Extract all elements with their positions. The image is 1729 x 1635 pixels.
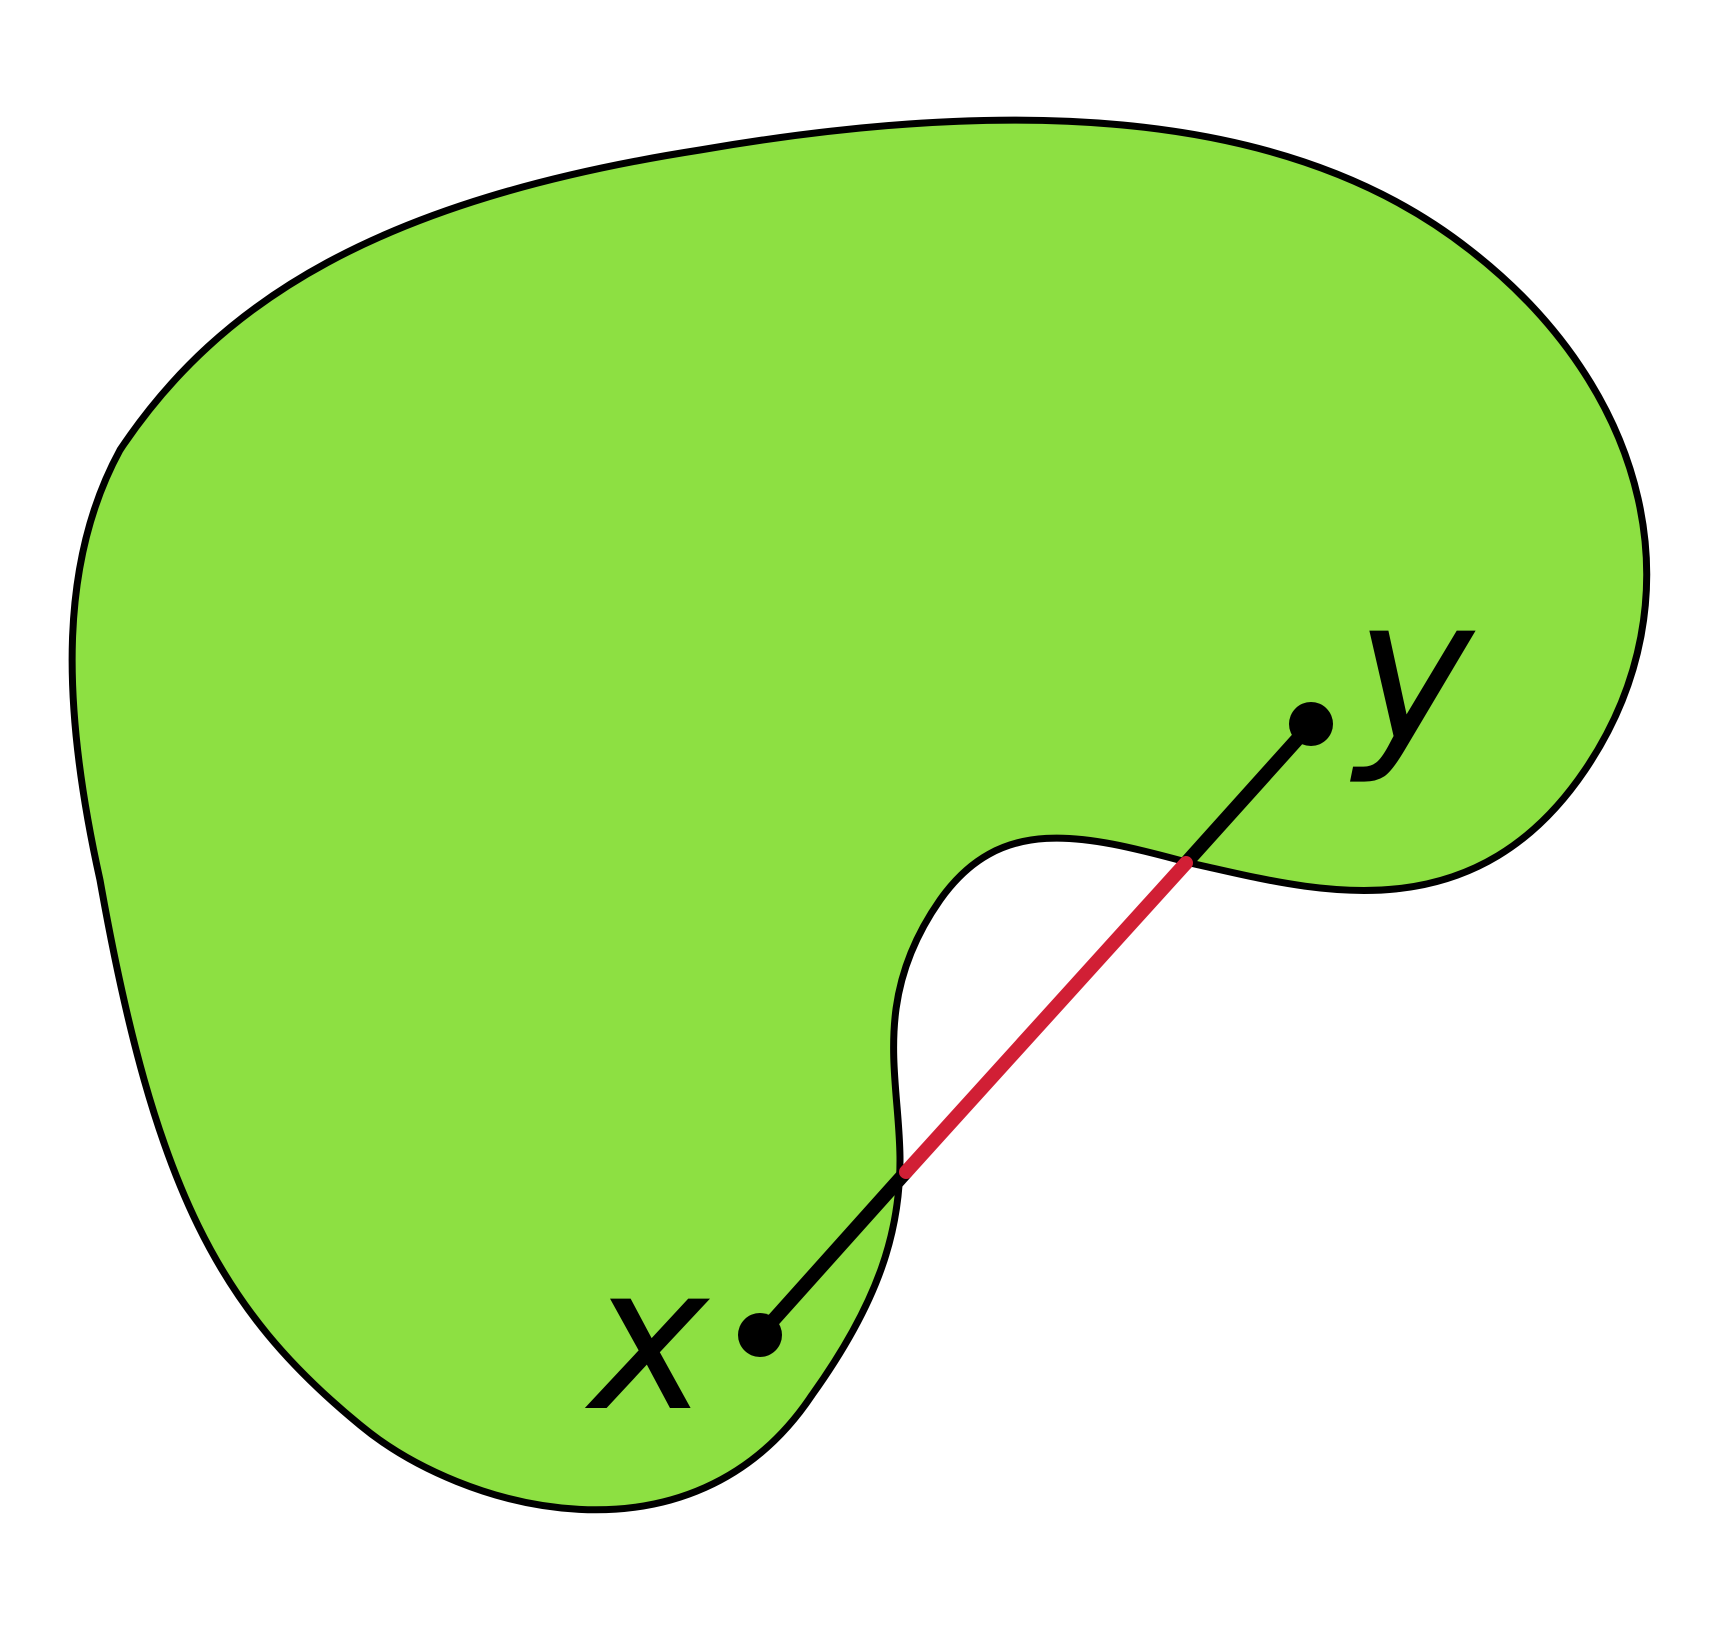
nonconvex-region <box>68 116 1651 1514</box>
point-x-dot <box>738 1313 782 1357</box>
segment-inside-upper <box>1179 717 1318 870</box>
point-x-label: x <box>584 1223 711 1456</box>
segment-inside-lower <box>753 1165 913 1342</box>
point-y-label: y <box>1350 555 1476 788</box>
point-y-dot <box>1289 702 1333 746</box>
segment-outside-region <box>899 856 1193 1179</box>
